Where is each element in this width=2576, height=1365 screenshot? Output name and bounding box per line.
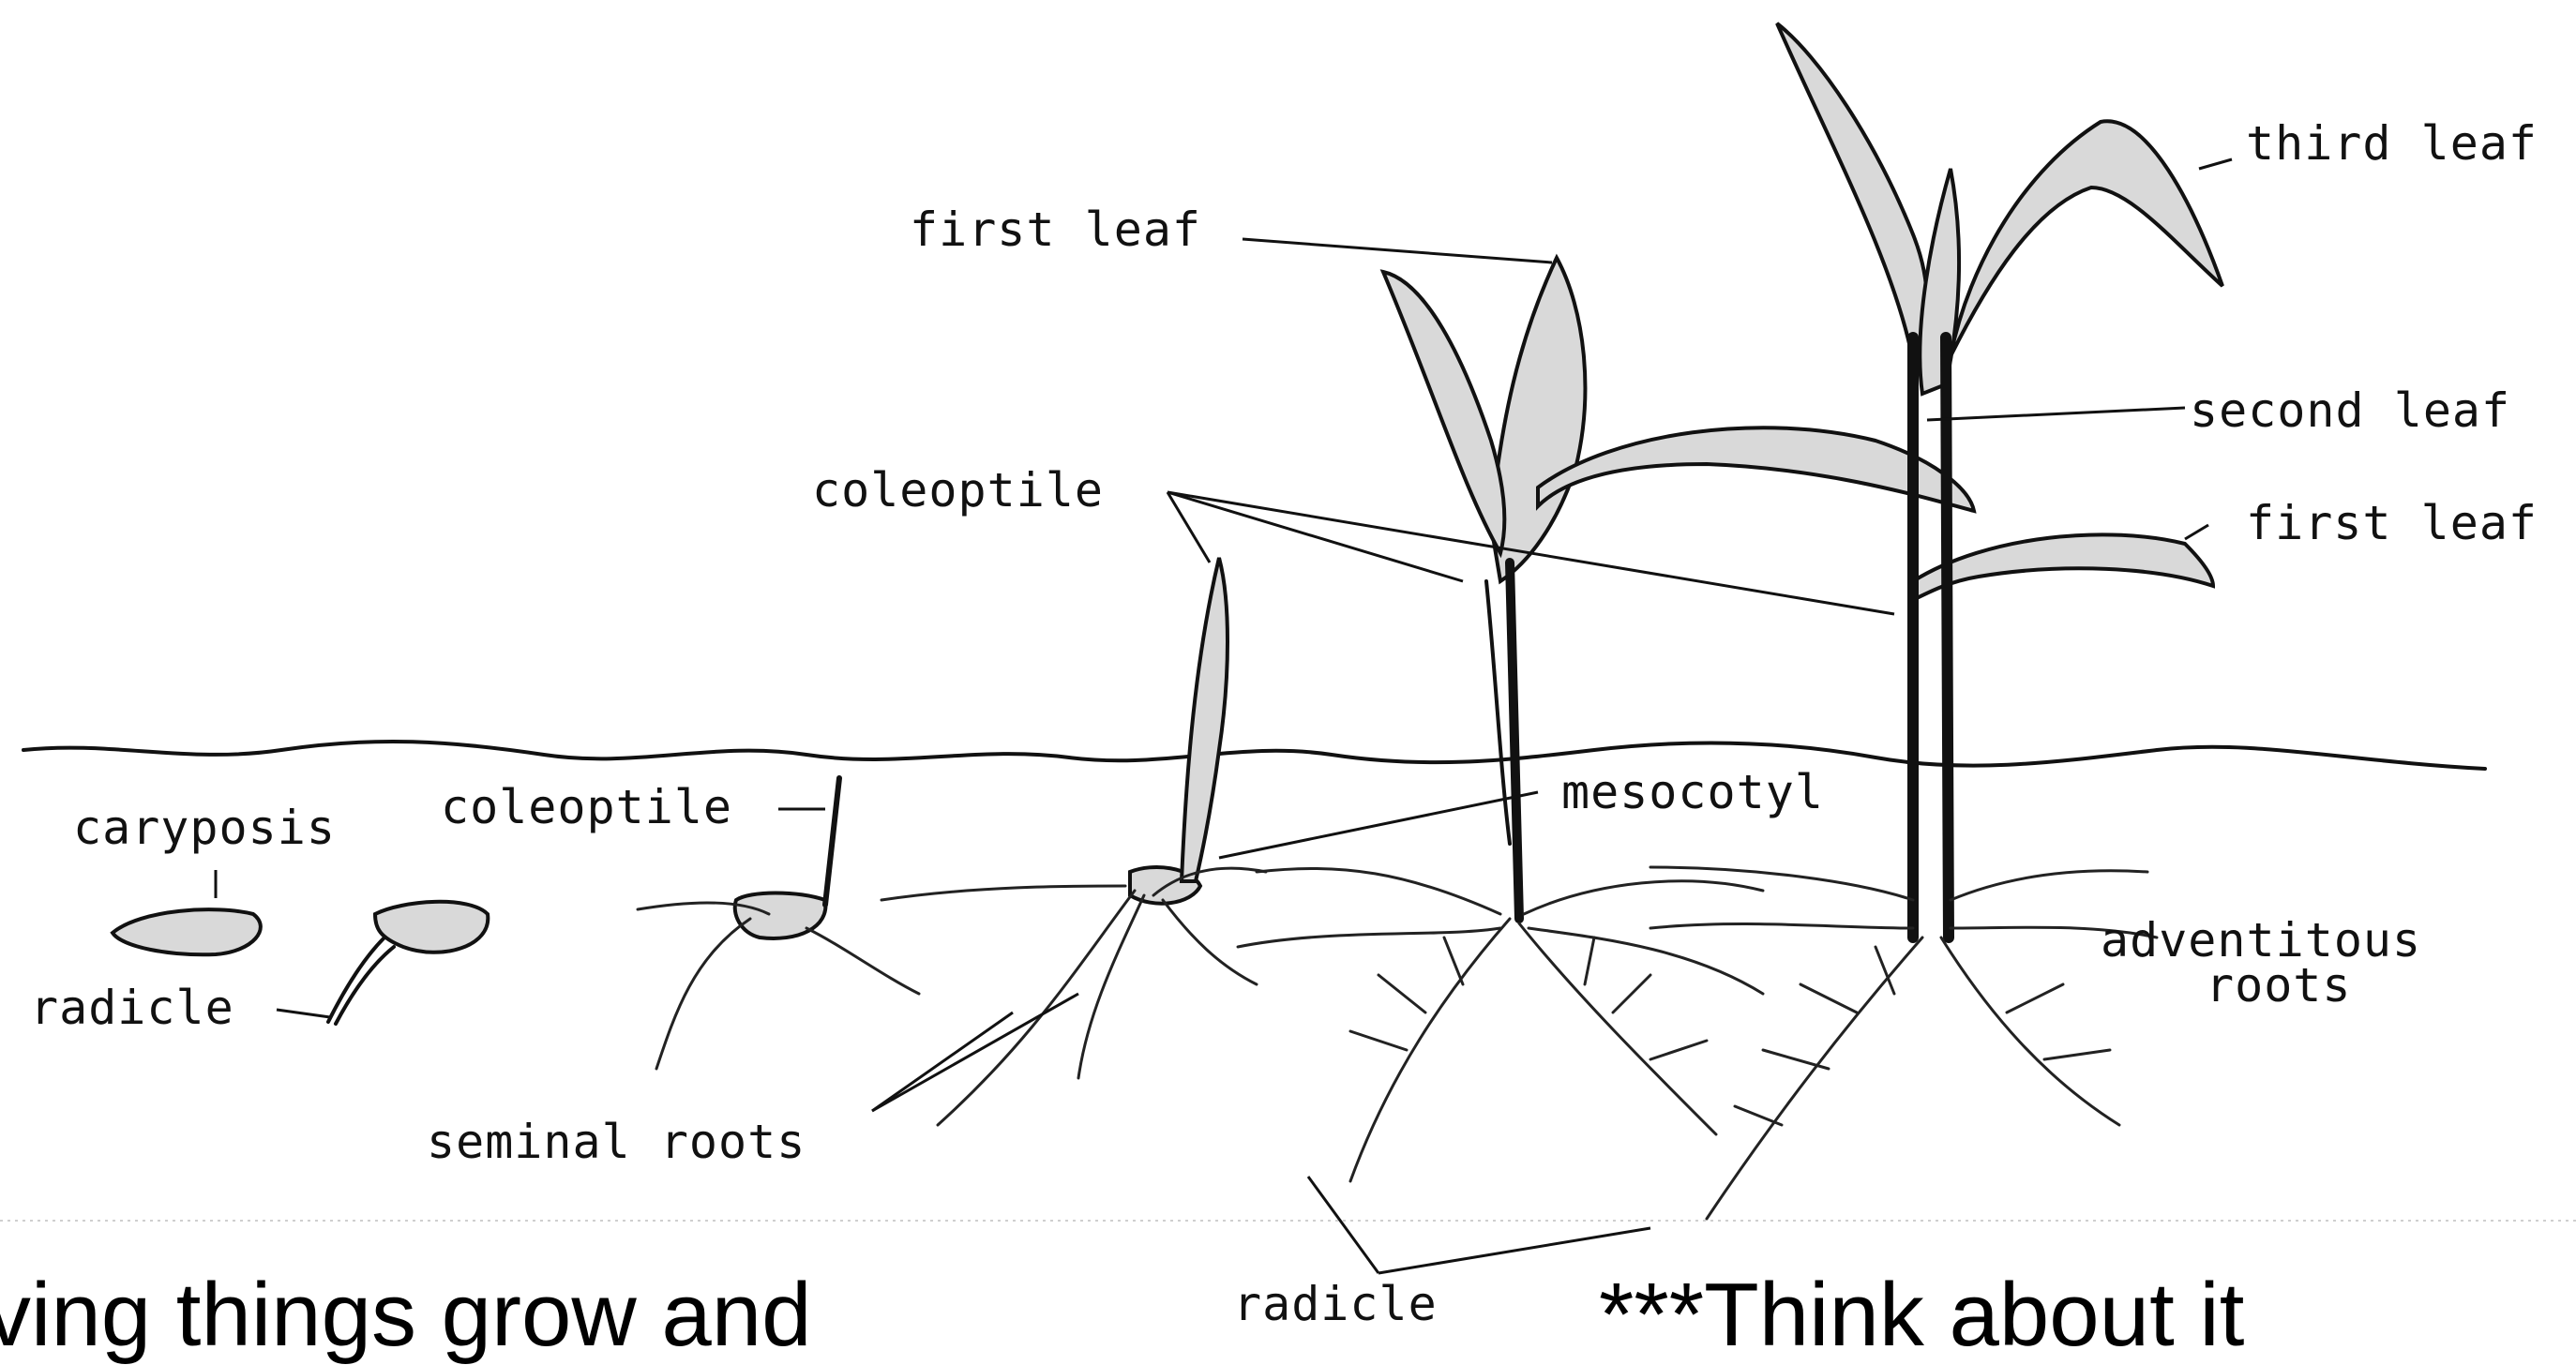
- label-second-leaf: second leaf: [2190, 383, 2510, 438]
- label-adventitous-roots-line2: roots: [2206, 958, 2352, 1012]
- label-third-leaf: third leaf: [2246, 116, 2538, 171]
- slide-caption-left: ving things grow and: [0, 1270, 812, 1360]
- label-first-leaf-right: first leaf: [2246, 496, 2538, 550]
- label-radicle-left: radicle: [30, 981, 234, 1035]
- label-caryposis: caryposis: [73, 801, 336, 855]
- germinating-seed: [328, 902, 488, 1024]
- caryopsis-seed: [113, 909, 261, 954]
- emerging-seedling: [881, 558, 1266, 1125]
- slide-caption-right: ***Think about it: [1599, 1270, 2244, 1360]
- seedling-growth-diagram: first leaf third leaf second leaf first …: [0, 0, 2576, 1328]
- label-first-leaf-top: first leaf: [910, 202, 1201, 257]
- two-leaf-seedling: [1238, 258, 1974, 1181]
- label-mesocotyl: mesocotyl: [1561, 765, 1824, 819]
- label-radicle-bottom: radicle: [1233, 1277, 1438, 1328]
- label-coleoptile-upper: coleoptile: [812, 463, 1104, 518]
- soil-surface-line: [23, 742, 2485, 769]
- mature-seedling: [1650, 23, 2222, 1219]
- label-seminal-roots: seminal roots: [427, 1115, 806, 1169]
- label-coleoptile-lower: coleoptile: [441, 780, 732, 834]
